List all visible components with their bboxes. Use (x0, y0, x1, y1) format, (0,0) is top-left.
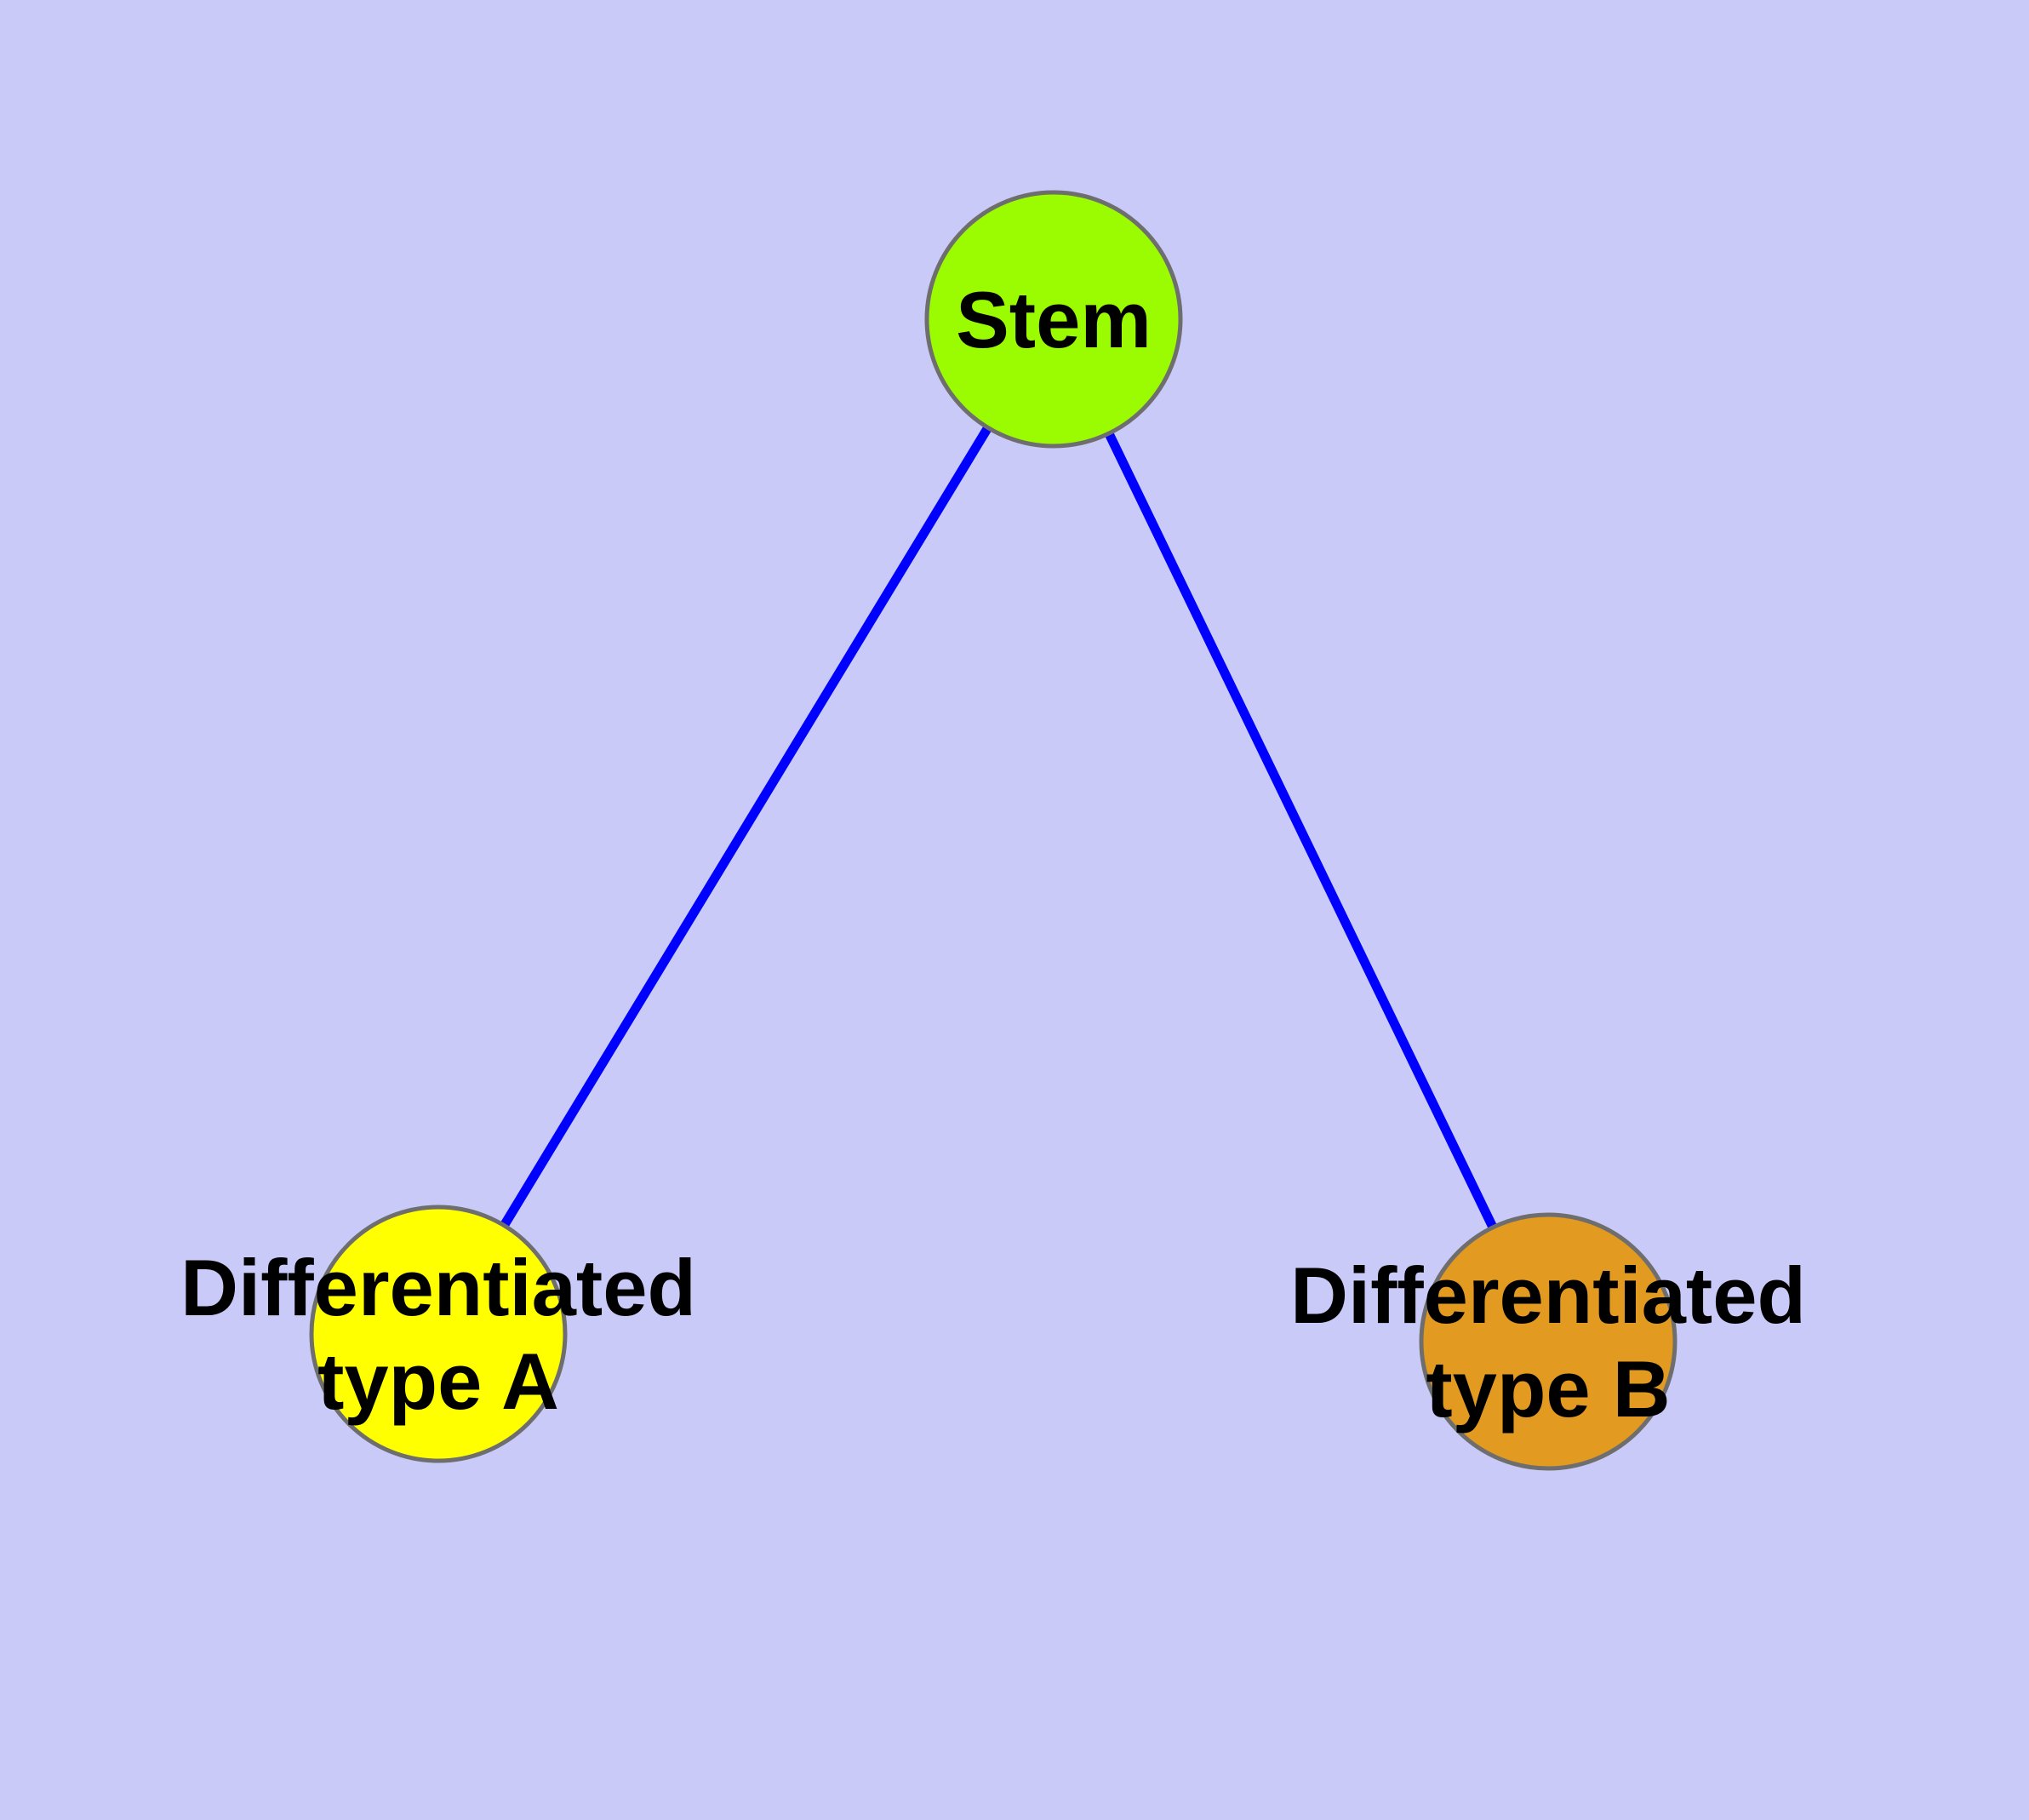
node-labels: Stem Differentiated type A Differentiate… (180, 275, 1806, 1434)
stem-node (924, 190, 1183, 449)
stem-node-label: Stem (956, 275, 1152, 364)
type-b-node-label-line2: type B (1426, 1344, 1670, 1434)
edge-stem-to-type-b (1049, 314, 1553, 1347)
edges (433, 314, 1553, 1347)
type-a-node-label-line2: type A (317, 1336, 559, 1426)
type-a-node-label-line1: Differentiated (180, 1243, 696, 1332)
type-a-node (309, 1205, 568, 1463)
type-b-node-label-line1: Differentiated (1290, 1251, 1806, 1340)
type-b-node (1419, 1212, 1677, 1471)
nodes (309, 190, 1677, 1471)
edge-stem-to-type-a (433, 314, 1059, 1339)
